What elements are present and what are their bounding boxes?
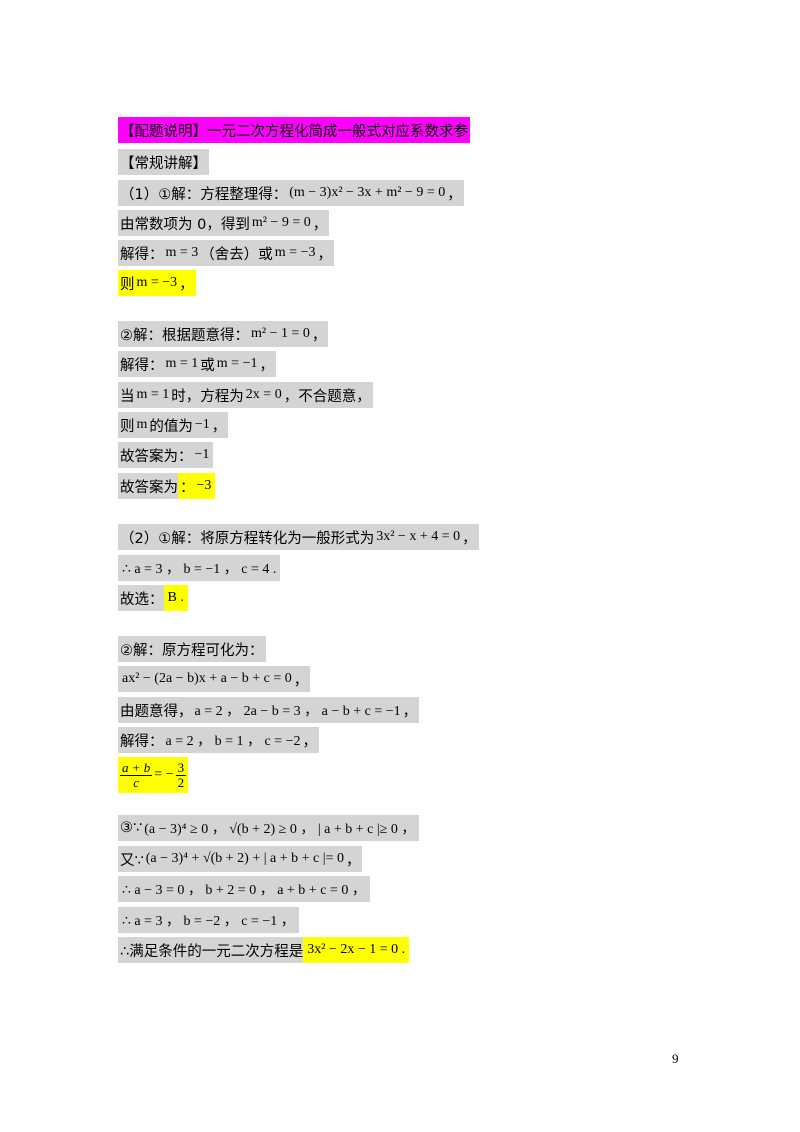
text: ②解：原方程可化为： — [118, 636, 266, 662]
fraction: a + b c — [120, 759, 153, 790]
math: m = −3 — [136, 275, 178, 290]
text: ， — [462, 530, 477, 547]
answer-line-1: 则 m = −3 ， — [118, 270, 196, 296]
math: m = 3 — [165, 245, 199, 260]
text: 则 — [120, 276, 135, 293]
solution-line-2: 由常数项为 0，得到 m² − 9 = 0 ， — [118, 210, 330, 236]
math: (a − 3)⁴ + √(b + 2) + | a + b + c |= 0 — [145, 851, 344, 866]
text: ， — [317, 246, 332, 263]
solution-line-10: ∴ a = 3 ， b = −1 ， c = 4 . — [118, 555, 281, 581]
text: ②解：根据题意得： — [120, 327, 249, 344]
text: ③∵ — [120, 820, 143, 836]
math: B . — [167, 590, 184, 605]
solution-line-17: ∴ a − 3 = 0 ， b + 2 = 0 ， a + b + c = 0 … — [118, 876, 370, 902]
text: ， — [311, 327, 327, 344]
text: ： — [180, 479, 195, 496]
solution-line-3: 解得： m = 3 （舍去）或 m = −3 ， — [118, 240, 334, 266]
math: ∴ a = 3 ， b = −2 ， c = −1 ， — [122, 914, 295, 929]
section-label: 【常规讲解】 — [118, 149, 209, 175]
math: m — [136, 417, 148, 432]
math: m² − 9 = 0 — [251, 215, 311, 230]
text: 解得： — [120, 246, 164, 263]
fraction-denominator: c — [133, 774, 140, 790]
page-number: 9 — [672, 1051, 679, 1066]
text: 的值为 — [149, 418, 193, 435]
math: (a − 3)⁴ ≥ 0 ， √(b + 2) ≥ 0 ， | a + b + … — [144, 822, 416, 837]
text: 由常数项为 0，得到 — [120, 216, 250, 233]
text: ， — [211, 418, 227, 435]
math: m² − 1 = 0 — [251, 326, 310, 341]
math: 3x² − x + 4 = 0 — [376, 529, 461, 544]
math: ∴ a − 3 = 0 ， b + 2 = 0 ， a + b + c = 0 … — [122, 883, 366, 898]
math: = − — [154, 767, 174, 782]
text: 故选： — [118, 585, 164, 611]
math: m = −3 — [274, 245, 316, 260]
answer-line-2: 故答案为 ： −3 — [118, 473, 216, 499]
text: （2）①解：将原方程转化为一般形式为 — [120, 530, 375, 547]
text: ， — [293, 672, 309, 689]
section-line: 【常规讲解】 — [118, 149, 209, 175]
text: 当 — [120, 388, 135, 405]
math: 2x = 0 — [245, 387, 282, 402]
text: ， — [402, 703, 418, 720]
text: ， — [447, 186, 462, 203]
math: m = 1 — [165, 356, 199, 371]
math: ∴ a = 3 ， b = −1 ， c = 4 . — [122, 562, 277, 577]
text: （舍去）或 — [200, 246, 273, 263]
text: ∴满足条件的一元二次方程是 — [118, 937, 304, 963]
solution-line-14: 解得： a = 2 ， b = 1 ， c = −2 ， — [118, 727, 320, 753]
solution-line-6: 当 m = 1 时，方程为 2x = 0 ，不合题意， — [118, 382, 373, 408]
answer-line-3: 故选： B . — [118, 585, 188, 611]
solution-line-13: 由题意得， a = 2 ， 2a − b = 3 ， a − b + c = −… — [118, 697, 420, 723]
solution-line-7: 则 m 的值为 −1 ， — [118, 412, 229, 438]
math: 3x² − 2x − 1 = 0 . — [307, 942, 406, 957]
solution-line-15: ③∵ (a − 3)⁴ ≥ 0 ， √(b + 2) ≥ 0 ， | a + b… — [118, 815, 420, 841]
solution-line-8: 故答案为： −1 — [118, 442, 214, 468]
math: (m − 3)x² − 3x + m² − 9 = 0 — [289, 185, 446, 200]
solution-line-5: 解得： m = 1 或 m = −1 ， — [118, 351, 276, 377]
problem-title: 【配题说明】一元二次方程化简成一般式对应系数求参 — [118, 117, 470, 143]
text: 或 — [200, 357, 215, 374]
text: ， — [259, 357, 274, 374]
text: 解得： — [120, 733, 164, 750]
solution-line-1: （1）①解：方程整理得： (m − 3)x² − 3x + m² − 9 = 0… — [118, 180, 464, 206]
text: 故答案为： — [120, 448, 193, 465]
text: ， — [312, 216, 328, 233]
text: ， — [302, 733, 318, 750]
text: （1）①解：方程整理得： — [120, 186, 288, 203]
math: −1 — [194, 447, 210, 462]
answer-line-5: ∴满足条件的一元二次方程是 3x² − 2x − 1 = 0 . — [118, 937, 410, 963]
math: a = 2 ， b = 1 ， c = −2 — [165, 734, 301, 749]
math: ax² − (2a − b)x + a − b + c = 0 — [122, 671, 292, 686]
solution-line-12: ax² − (2a − b)x + a − b + c = 0 ， — [118, 666, 311, 692]
text: ， — [345, 852, 361, 869]
heading-line: 【配题说明】一元二次方程化简成一般式对应系数求参 — [118, 117, 470, 143]
math: m = −1 — [216, 356, 258, 371]
solution-line-4: ②解：根据题意得： m² − 1 = 0 ， — [118, 321, 329, 347]
text: 则 — [120, 418, 135, 435]
text: 由题意得， — [120, 703, 193, 720]
fraction-denominator: 2 — [177, 774, 185, 790]
math: m = 1 — [136, 387, 170, 402]
math: a = 2 ， 2a − b = 3 ， a − b + c = −1 — [194, 704, 401, 719]
fraction-numerator: 3 — [175, 759, 187, 776]
math: −1 — [194, 417, 210, 432]
solution-line-18: ∴ a = 3 ， b = −2 ， c = −1 ， — [118, 907, 299, 933]
solution-line-9: （2）①解：将原方程转化为一般形式为 3x² − x + 4 = 0 ， — [118, 524, 479, 550]
solution-line-11: ②解：原方程可化为： — [118, 636, 266, 662]
fraction-numerator: a + b — [120, 759, 153, 776]
math: −3 — [196, 478, 212, 493]
text: 又∵ — [120, 852, 144, 869]
answer-line-4: a + b c = − 3 2 — [118, 757, 189, 793]
text: 解得： — [120, 357, 164, 374]
text: ，不合题意， — [283, 388, 371, 405]
text: 时，方程为 — [171, 388, 244, 405]
solution-line-16: 又∵ (a − 3)⁴ + √(b + 2) + | a + b + c |= … — [118, 846, 363, 872]
text: 故答案为 — [118, 473, 178, 499]
text: ， — [179, 276, 194, 293]
fraction: 3 2 — [175, 759, 187, 790]
